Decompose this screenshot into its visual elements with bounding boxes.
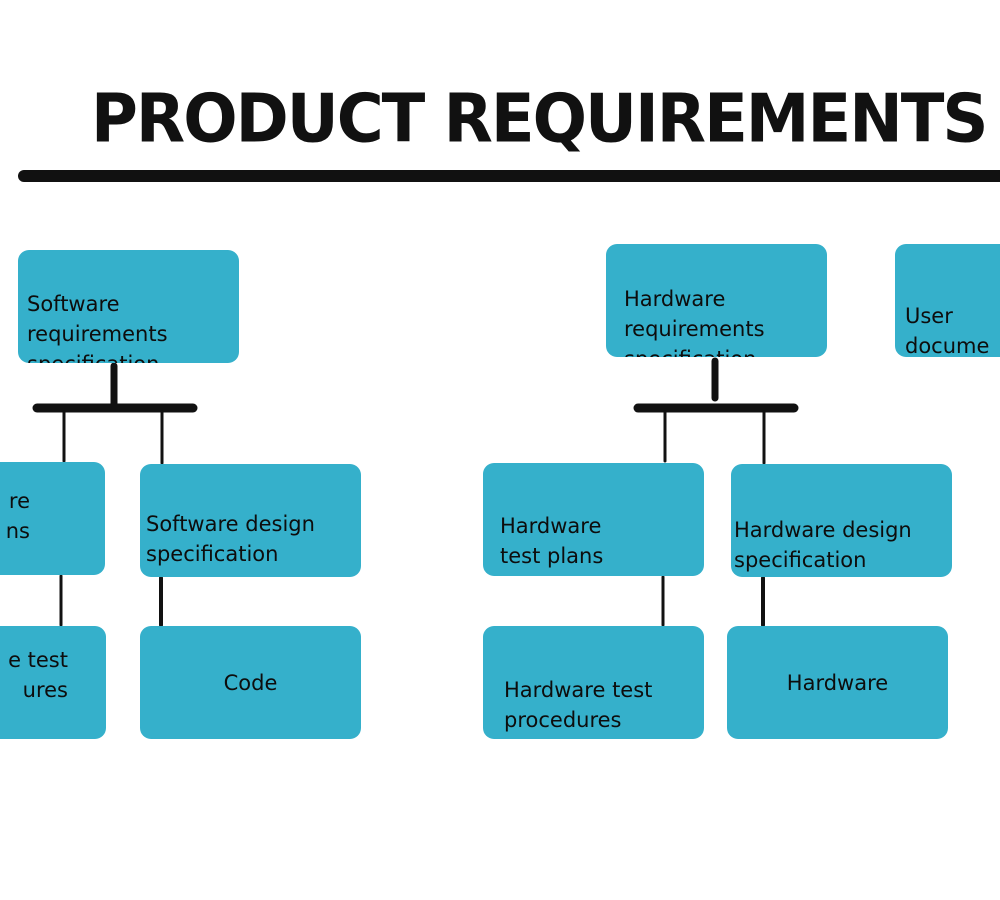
code-label: Code [223,670,278,695]
hardware-design-label: Hardware design specification [734,518,912,572]
diagram-title: PRODUCT REQUIREMENTS [91,81,989,159]
software-test-procedures-node: e test ures [0,626,106,739]
hardware-label: Hardware [786,670,889,695]
software-test-plans-node: re ns [0,462,105,575]
user-documentation-node: User docume [895,244,1000,357]
software-requirements-label: Software requirements specification [27,292,168,363]
software-test-plans-label: re ns [5,489,30,543]
software-test-procedures-label: e test ures [8,648,68,702]
title-underline [18,170,1000,182]
hardware-node: Hardware [727,626,948,739]
hardware-design-node: Hardware design specification [731,464,952,577]
hardware-requirements-label: Hardware requirements specification [624,287,765,357]
software-design-node: Software design specification [140,464,361,577]
hardware-test-plans-label: Hardware test plans [500,514,604,568]
hardware-test-procedures-label: Hardware test procedures [504,678,653,732]
user-documentation-label: User docume [905,304,990,357]
hardware-test-procedures-node: Hardware test procedures [483,626,704,739]
code-node: Code [140,626,361,739]
software-requirements-node: Software requirements specification [18,250,239,363]
hardware-requirements-node: Hardware requirements specification [606,244,827,357]
hardware-test-plans-node: Hardware test plans [483,463,704,576]
software-design-label: Software design specification [146,512,315,566]
